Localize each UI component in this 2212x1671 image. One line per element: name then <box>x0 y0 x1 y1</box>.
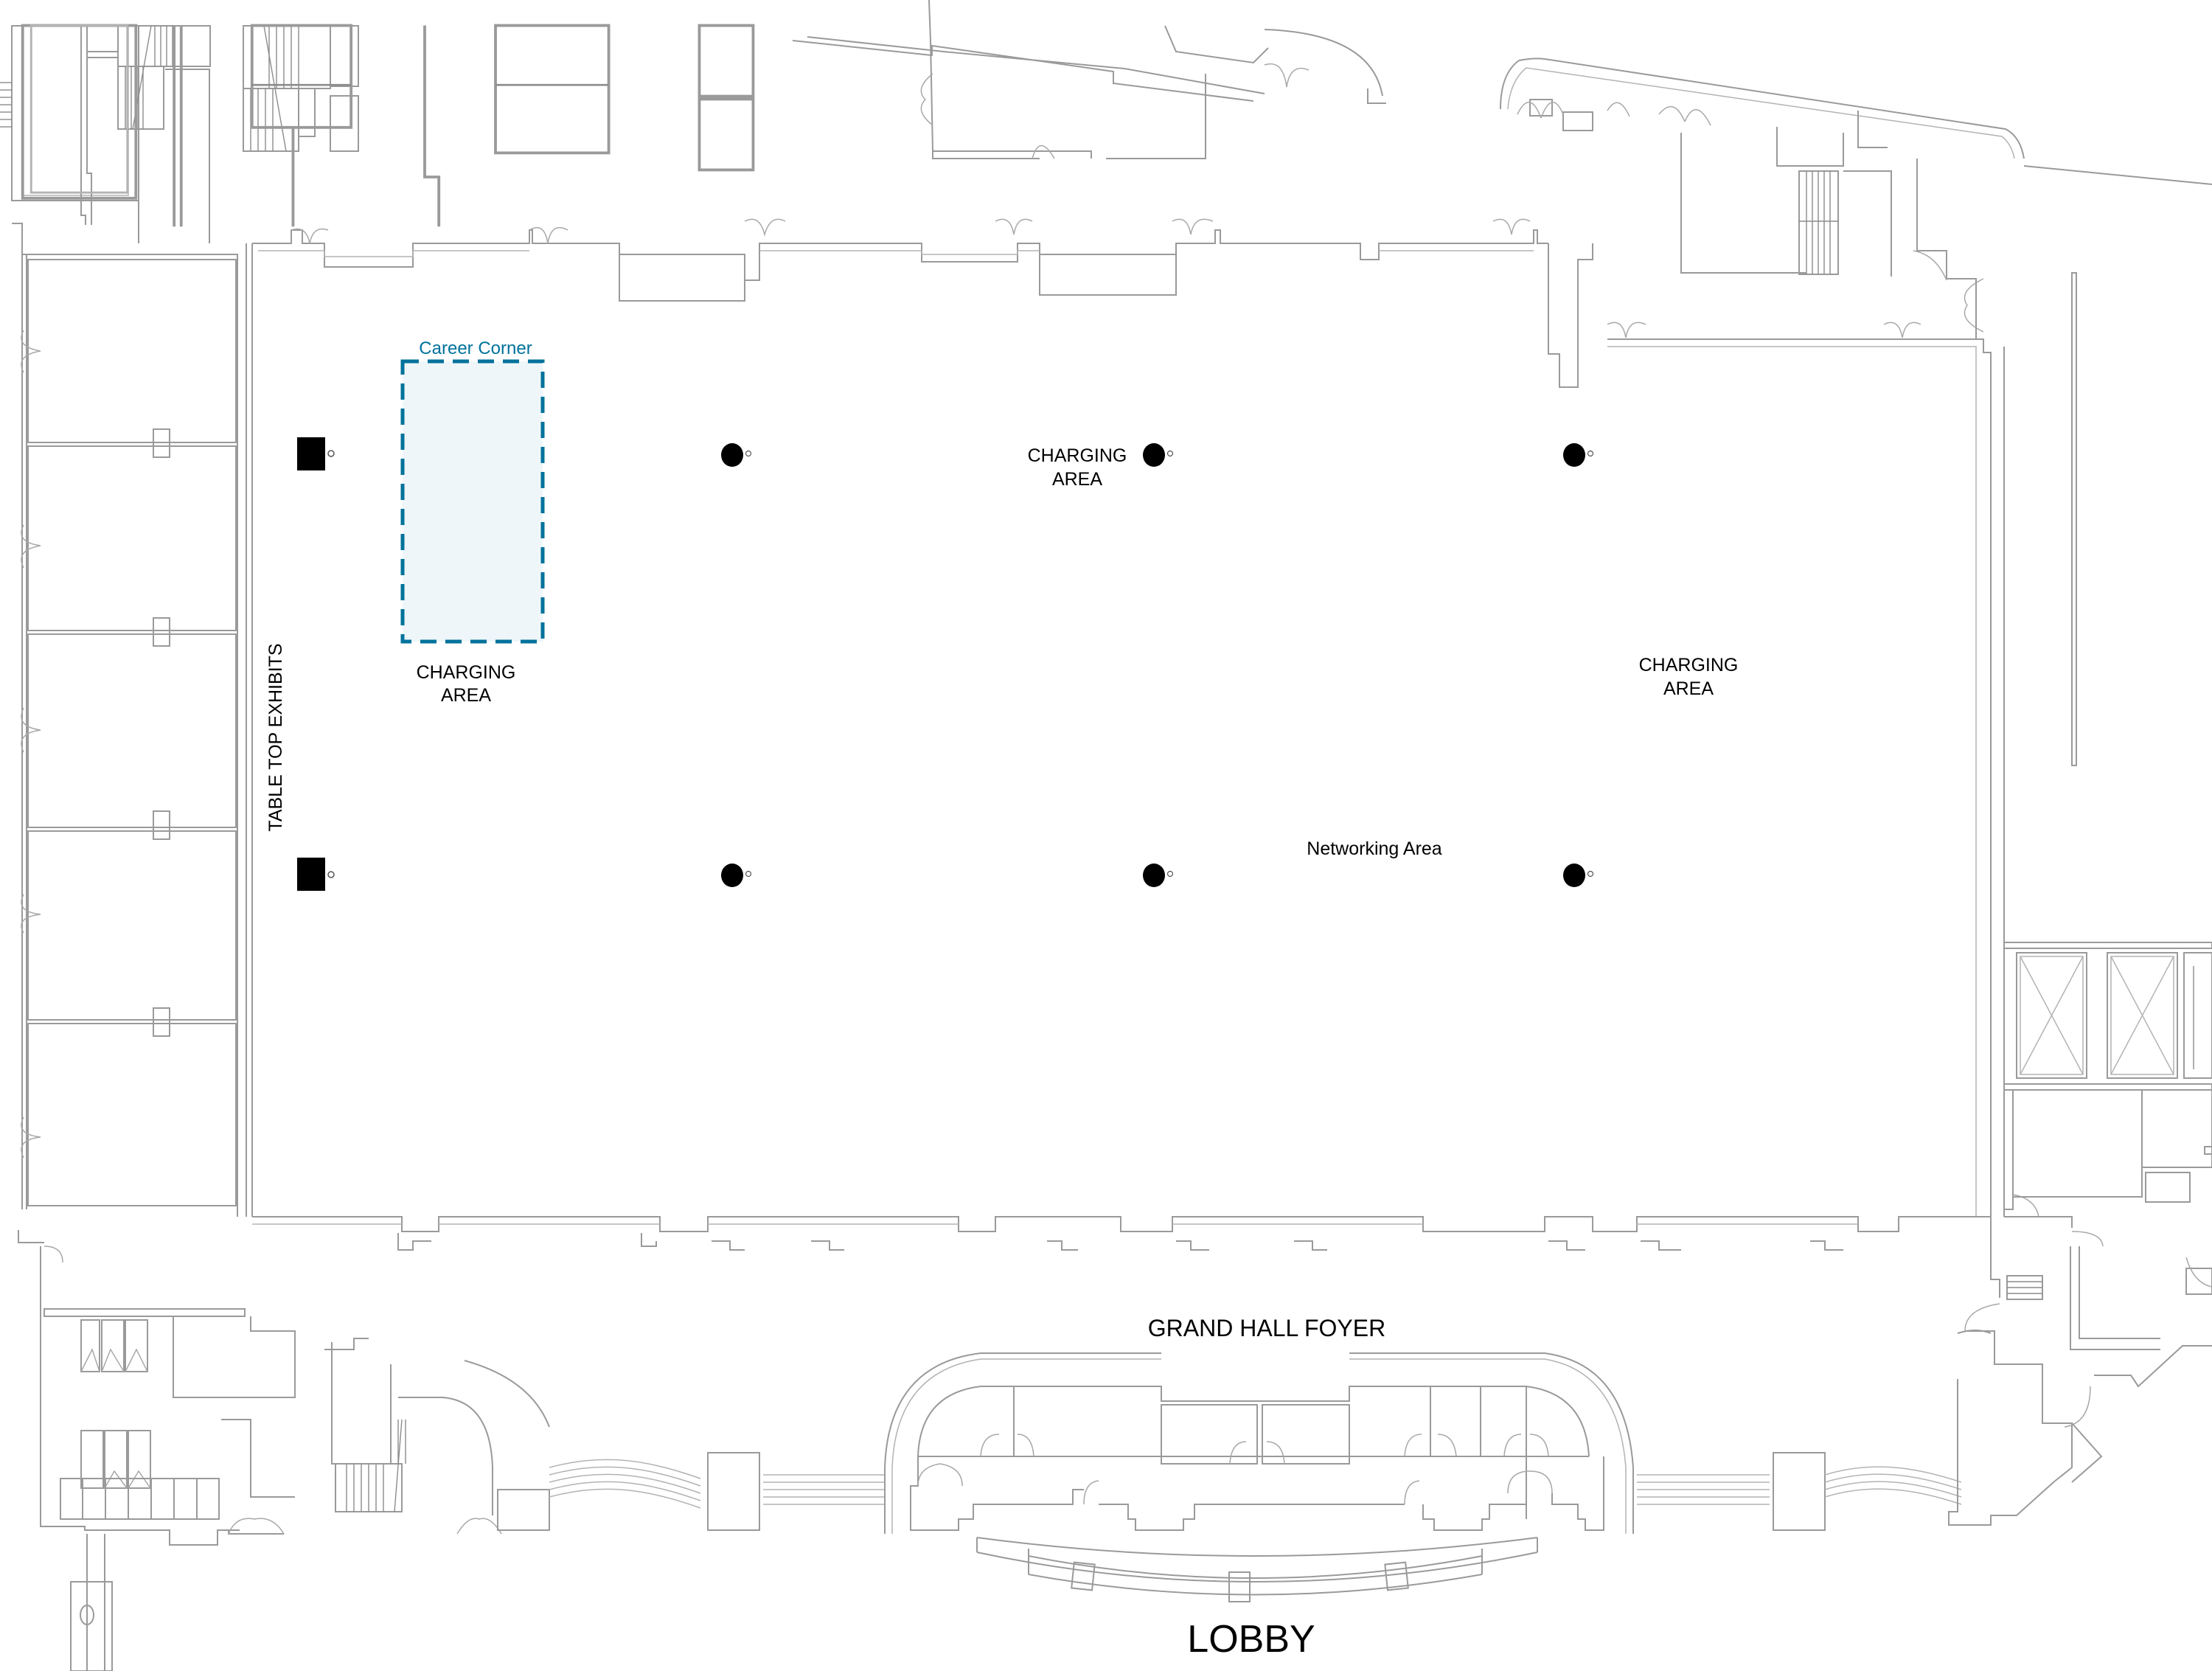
door-swing-icon[interactable] <box>1492 218 1531 235</box>
exit-stair-left-icon <box>0 82 12 128</box>
door-swing-icon[interactable] <box>1607 322 1646 338</box>
elevator-shaft-icon <box>2016 952 2087 1079</box>
bottom-left-restrooms <box>40 1246 550 1671</box>
square-pillars <box>297 437 335 891</box>
door-swing-icon[interactable] <box>21 707 41 753</box>
square-pillar-icon <box>297 858 325 891</box>
zone-labels: TABLE TOP EXHIBITS CHARGING AREA CHARGIN… <box>265 445 1738 1661</box>
top-doors <box>291 218 1921 338</box>
lobby-label[interactable]: LOBBY <box>1187 1618 1315 1661</box>
elevator-shaft-icon <box>2107 952 2178 1079</box>
round-pillar-icon <box>721 443 752 467</box>
charging-area-label: AREA <box>1052 469 1102 490</box>
door-swing-icon[interactable] <box>21 524 41 569</box>
right-elevator-core <box>1948 942 2212 1526</box>
door-swing-icon[interactable] <box>21 330 41 373</box>
door-swing-icon[interactable] <box>1883 322 1921 338</box>
round-pillar-icon <box>1143 443 1174 467</box>
table-top-exhibits-label[interactable]: TABLE TOP EXHIBITS <box>265 643 286 831</box>
staircase-icon <box>2006 1275 2043 1300</box>
restroom-stalls-bottom <box>60 1478 220 1520</box>
charging-area-label: CHARGING <box>1028 445 1127 466</box>
round-pillar-icon <box>1563 864 1594 887</box>
door-swing-icon[interactable] <box>1172 218 1214 235</box>
foyer-walkways <box>549 1452 1962 1531</box>
round-pillar-icon <box>1143 864 1174 887</box>
restroom-stalls-top <box>80 1319 148 1372</box>
staircase-icon <box>1798 170 1839 275</box>
round-pillar-icon <box>1563 443 1594 467</box>
networking-area-label[interactable]: Networking Area <box>1307 838 1442 859</box>
career-corner-zone[interactable]: Career Corner <box>400 338 545 644</box>
top-center-rooms <box>619 0 1386 302</box>
power-outlet-icon <box>327 871 335 878</box>
charging-area-label: CHARGING <box>1639 655 1739 675</box>
charging-area-label: CHARGING <box>417 662 516 683</box>
power-outlet-icon <box>327 450 335 457</box>
door-swing-icon <box>1964 278 1984 333</box>
staircase-icon <box>335 1419 406 1512</box>
staircase-icon <box>117 25 211 130</box>
staircase-icon <box>243 25 331 152</box>
door-swing-icon[interactable] <box>744 218 786 237</box>
grand-hall-foyer-label[interactable]: GRAND HALL FOYER <box>1148 1315 1385 1341</box>
charging-area-left[interactable]: CHARGING AREA <box>417 662 516 706</box>
top-left-service-block <box>0 25 359 243</box>
top-left-service-block-full <box>21 24 755 227</box>
top-right-service-block <box>1500 58 2212 339</box>
restroom-stalls-middle <box>80 1430 151 1489</box>
foyer-central-structure <box>884 1352 1634 1602</box>
door-swing-icon[interactable] <box>529 226 568 244</box>
door-swing-icon[interactable] <box>995 218 1033 235</box>
round-pillars <box>721 443 1594 887</box>
left-meeting-rooms <box>12 223 238 1263</box>
career-corner-area[interactable] <box>400 359 545 644</box>
charging-area-label: AREA <box>1663 678 1714 699</box>
charging-area-center[interactable]: CHARGING AREA <box>1028 445 1127 490</box>
charging-area-label: AREA <box>441 685 491 706</box>
door-swing-icon[interactable] <box>21 894 41 934</box>
square-pillar-icon <box>297 437 325 470</box>
grand-hall-walls <box>246 229 2077 1251</box>
round-pillar-icon <box>721 864 752 887</box>
career-corner-label: Career Corner <box>419 338 532 358</box>
charging-area-right[interactable]: CHARGING AREA <box>1639 655 1739 699</box>
door-swing-icon[interactable] <box>21 1116 41 1158</box>
door-swing-icon[interactable] <box>291 228 329 244</box>
